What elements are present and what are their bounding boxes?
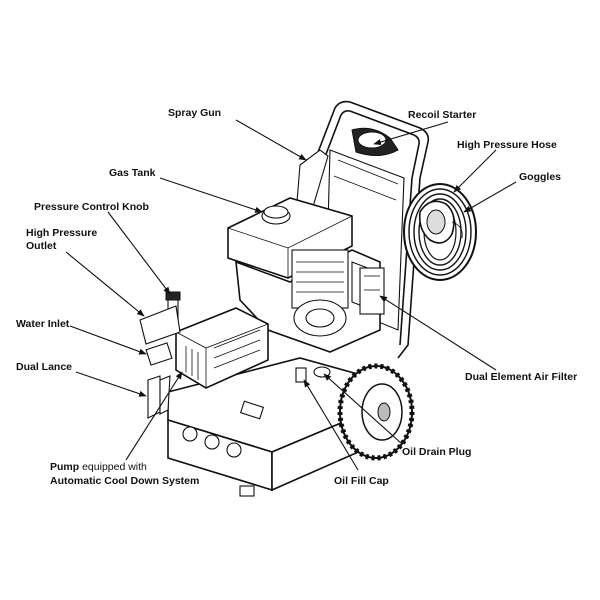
pressure-washer-illustration (139, 100, 477, 497)
callout-lines (65, 119, 517, 471)
goggles-part (418, 200, 463, 244)
high-pressure-outlet-label-line2: Outlet (26, 240, 57, 252)
dual-lance-leader (75, 371, 147, 397)
oil-fill-cap-label: Oil Fill Cap (334, 475, 389, 487)
air-filter-leader (379, 295, 497, 371)
pump-label-line2: Automatic Cool Down System (50, 475, 199, 487)
pressure-control-knob-label: Pressure Control Knob (34, 201, 149, 213)
high-pressure-outlet-label-line1: High Pressure (26, 227, 97, 239)
high-pressure-hose-leader (453, 149, 497, 193)
spray-gun-label: Spray Gun (168, 107, 221, 119)
wheel-part (337, 363, 415, 461)
pressure-control-knob-leader (107, 211, 171, 295)
spray-gun-leader (235, 119, 307, 161)
engine-part (235, 249, 381, 353)
dual-element-air-filter-label: Dual Element Air Filter (465, 371, 577, 383)
high-pressure-outlet-part (139, 305, 181, 345)
gas-tank-label: Gas Tank (109, 167, 156, 179)
pump-label-rest: equipped with (79, 461, 147, 473)
goggles-label: Goggles (519, 171, 561, 183)
air-filter-part (359, 267, 385, 315)
water-inlet-part (145, 342, 173, 366)
recoil-starter-leader (373, 121, 449, 145)
pump-part (175, 307, 269, 389)
oil-fill-cap-leader (303, 379, 359, 471)
dual-lance-label: Dual Lance (16, 361, 72, 373)
oil-drain-plug-label: Oil Drain Plug (402, 446, 471, 458)
high-pressure-outlet-leader (65, 251, 145, 317)
pump-label-bold: Pump (50, 461, 79, 473)
high-pressure-hose-label: High Pressure Hose (457, 139, 557, 151)
water-inlet-leader (69, 325, 147, 355)
pump-label-line1: Pump equipped with (50, 461, 147, 473)
callout-labels: Spray Gun Recoil Starter High Pressure H… (16, 107, 577, 487)
gas-tank-leader (159, 177, 263, 213)
dual-lance-part (147, 375, 171, 419)
recoil-starter-label: Recoil Starter (408, 109, 476, 121)
water-inlet-label: Water Inlet (16, 318, 70, 330)
oil-drain-plug-leader (323, 373, 403, 445)
goggles-leader (463, 181, 517, 213)
pump-leader (125, 371, 183, 461)
